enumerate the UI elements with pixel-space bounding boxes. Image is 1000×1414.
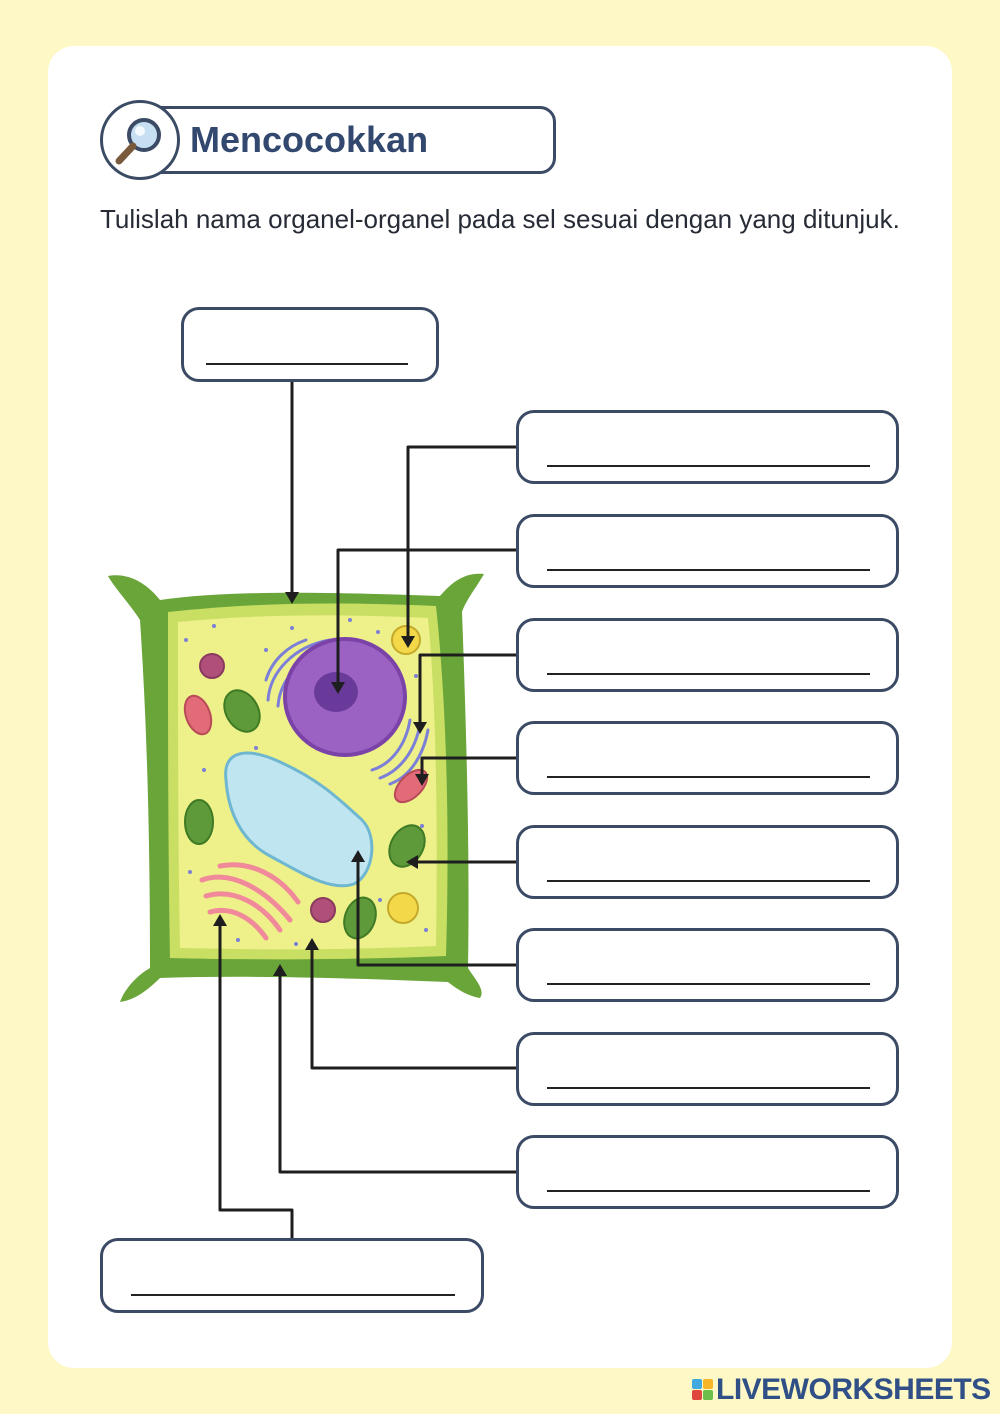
answer-line	[547, 673, 870, 675]
answer-line	[547, 1087, 870, 1089]
answer-line	[547, 880, 870, 882]
arrowheads	[213, 592, 429, 976]
answer-line	[206, 363, 408, 365]
answer-line	[547, 776, 870, 778]
answer-box-right-2[interactable]	[516, 514, 899, 588]
answer-line	[547, 983, 870, 985]
magnifier-icon	[100, 100, 180, 180]
answer-box-top-left[interactable]	[181, 307, 439, 382]
lysosome	[310, 897, 336, 923]
answer-box-right-3[interactable]	[516, 618, 899, 692]
answer-box-right-7[interactable]	[516, 1032, 899, 1106]
title-banner	[146, 106, 556, 174]
lysosome	[199, 653, 225, 679]
instruction-text: Tulislah nama organel-organel pada sel s…	[100, 204, 900, 234]
answer-line	[547, 569, 870, 571]
answer-box-right-6[interactable]	[516, 928, 899, 1002]
peroxisome	[387, 892, 419, 924]
answer-box-right-1[interactable]	[516, 410, 899, 484]
liveworksheets-logo-icon	[692, 1379, 714, 1401]
answer-line	[131, 1294, 455, 1296]
answer-line	[547, 465, 870, 467]
chloroplast	[184, 799, 214, 845]
ribosomes	[184, 618, 428, 946]
rough-er	[199, 862, 301, 941]
connector-lines	[218, 382, 516, 1238]
chloroplast	[223, 689, 261, 733]
answer-box-right-5[interactable]	[516, 825, 899, 899]
answer-box-right-4[interactable]	[516, 721, 899, 795]
brand-name: LIVEWORKSHEETS	[716, 1373, 991, 1406]
nucleolus	[314, 672, 358, 712]
vacuole	[224, 751, 374, 888]
page-title: Mencocokkan	[190, 119, 429, 160]
liveworksheets-logo[interactable]: LIVEWORKSHEETS	[692, 1373, 991, 1407]
mitochondrion	[183, 694, 213, 736]
answer-line	[547, 1190, 870, 1192]
answer-box-right-8[interactable]	[516, 1135, 899, 1209]
chloroplast	[343, 896, 377, 940]
answer-box-bottom-left[interactable]	[100, 1238, 484, 1313]
